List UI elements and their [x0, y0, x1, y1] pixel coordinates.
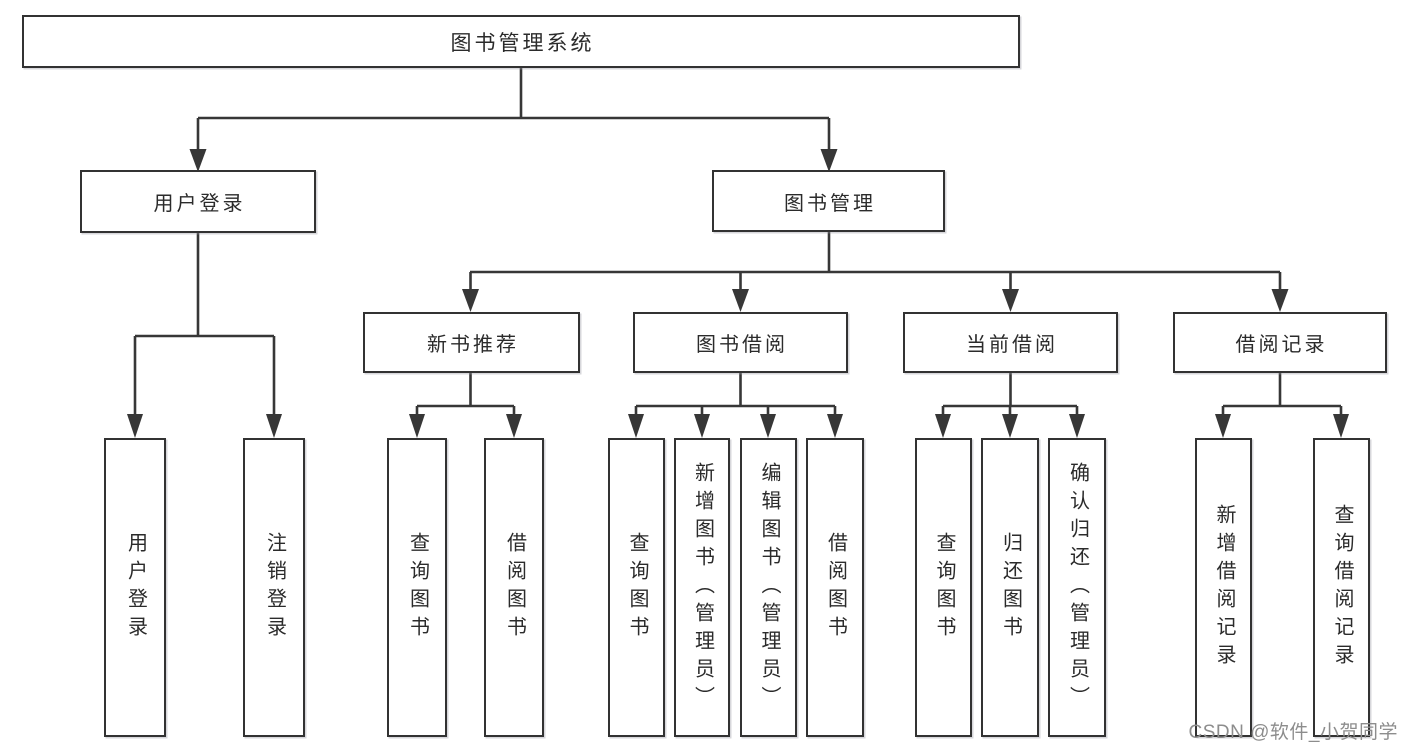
node-label: 注销登录 — [263, 531, 286, 644]
leaf-edit-books-admin: 编辑图书（管理员） — [740, 438, 797, 737]
leaf-user-login: 用户登录 — [104, 438, 166, 737]
leaf-add-borrow-record: 新增借阅记录 — [1195, 438, 1252, 737]
node-user-login: 用户登录 — [80, 170, 316, 233]
node-book-management: 图书管理 — [712, 170, 945, 232]
node-label: 借阅图书 — [824, 531, 847, 644]
leaf-borrow-books-recommend: 借阅图书 — [484, 438, 544, 737]
node-label: 编辑图书（管理员） — [758, 461, 780, 714]
node-label: 用户登录 — [124, 531, 147, 644]
leaf-query-books-borrow: 查询图书 — [608, 438, 665, 737]
node-label: 归还图书 — [999, 531, 1022, 644]
leaf-add-books-admin: 新增图书（管理员） — [674, 438, 730, 737]
leaf-query-books-recommend: 查询图书 — [387, 438, 447, 737]
node-label: 确认归还（管理员） — [1066, 461, 1089, 714]
leaf-query-books-current: 查询图书 — [915, 438, 972, 737]
node-book-borrow: 图书借阅 — [633, 312, 848, 373]
node-label: 图书管理 — [784, 192, 876, 215]
node-label: 用户登录 — [153, 193, 246, 215]
node-label: 查询借阅记录 — [1331, 503, 1353, 672]
csdn-watermark: CSDN @软件_小贺同学 — [1188, 722, 1398, 743]
node-label: 新增图书（管理员） — [691, 461, 714, 714]
node-label: 借阅图书 — [503, 531, 526, 644]
leaf-query-borrow-record: 查询借阅记录 — [1313, 438, 1370, 737]
node-label: 借阅记录 — [1235, 334, 1328, 356]
node-label: 当前借阅 — [966, 334, 1058, 356]
node-label: 图书借阅 — [696, 334, 788, 356]
node-label: 新书推荐 — [427, 334, 519, 356]
leaf-borrow-books: 借阅图书 — [806, 438, 864, 737]
leaf-logout: 注销登录 — [243, 438, 305, 737]
node-label: 查询图书 — [406, 531, 429, 644]
node-label: 新增借阅记录 — [1213, 503, 1235, 672]
node-label: 查询图书 — [933, 531, 955, 644]
leaf-confirm-return-admin: 确认归还（管理员） — [1048, 438, 1106, 737]
node-new-book-recommend: 新书推荐 — [363, 312, 580, 373]
node-current-borrow: 当前借阅 — [903, 312, 1118, 373]
leaf-return-books: 归还图书 — [981, 438, 1039, 737]
node-label: 图书管理系统 — [450, 31, 595, 55]
node-label: 查询图书 — [626, 531, 648, 644]
node-borrow-records: 借阅记录 — [1173, 312, 1387, 373]
node-library-management-system: 图书管理系统 — [22, 15, 1020, 68]
